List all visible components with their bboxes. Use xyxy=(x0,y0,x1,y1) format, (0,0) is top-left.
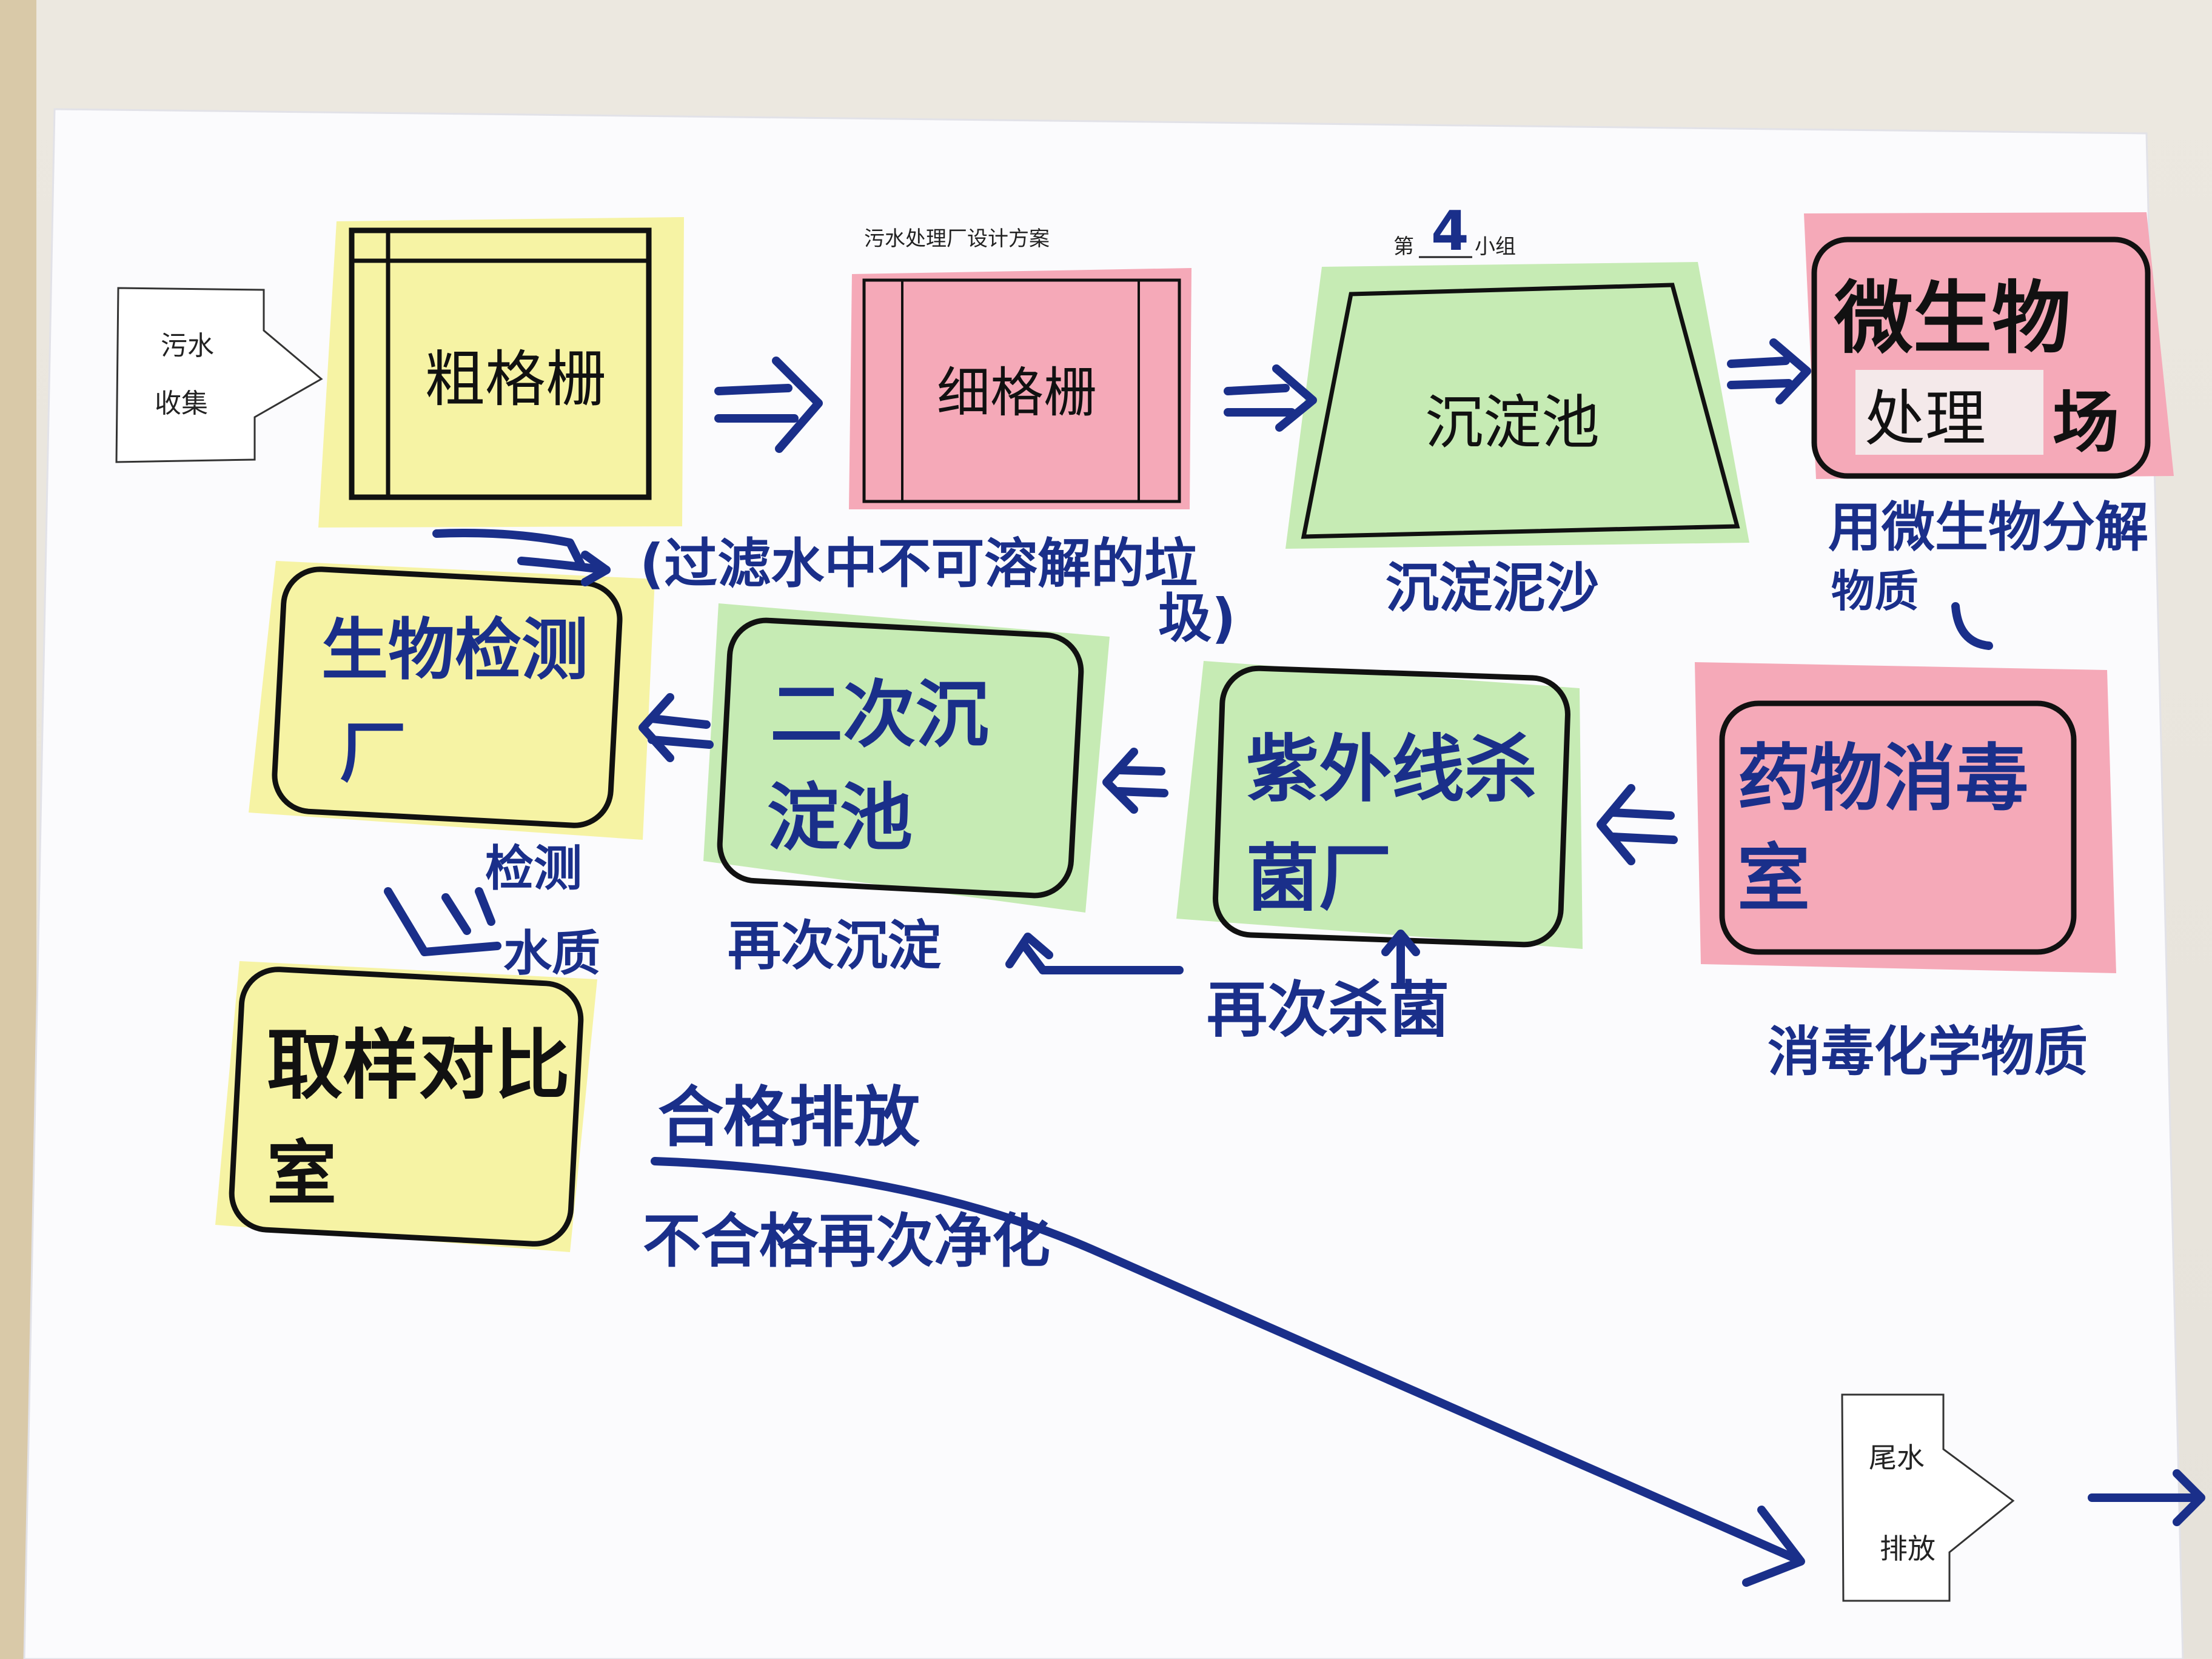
chemical-disinfection-node: 药物消毒 室 xyxy=(1695,662,2116,973)
note-detect-line2: 水质 xyxy=(503,925,600,982)
arrow-fine-to-sedimentation xyxy=(1224,364,1317,432)
arrow-sedimentation-to-microbe xyxy=(1727,338,1811,404)
sedimentation-tank-node: 沉淀池 xyxy=(1285,262,1749,549)
arrow-coarse-to-fine xyxy=(714,357,823,453)
uv-label-line1: 紫外线杀 xyxy=(1246,728,1537,812)
secondary-label-line2: 淀池 xyxy=(767,776,913,860)
group-suffix: 小组 xyxy=(1475,235,1516,259)
svg-text:污水: 污水 xyxy=(161,330,214,361)
flow-arrows xyxy=(384,338,2205,1587)
note-resterilize: 再次杀菌 xyxy=(1207,974,1449,1045)
note-resettle: 再次沉淀 xyxy=(728,914,941,977)
coarse-screen-label: 粗格栅 xyxy=(424,344,606,415)
fine-screen-label: 细格栅 xyxy=(937,361,1097,424)
microbe-treatment-node: 微生物 处理 场 xyxy=(1804,212,2174,479)
note-qualified: 合格排放 xyxy=(658,1080,920,1156)
note-microbe-line2: 物质 xyxy=(1831,566,1919,617)
note-filter-line2: 圾) xyxy=(1158,587,1236,649)
uv-sterilization-node: 紫外线杀 菌厂 xyxy=(1176,661,1583,949)
arrow-microbe-to-chemical xyxy=(1951,602,1993,650)
chemical-label-line2: 室 xyxy=(1737,837,1810,921)
svg-text:尾水: 尾水 xyxy=(1869,1441,1925,1474)
sampling-label-line1: 取样对比 xyxy=(267,1022,570,1110)
sedimentation-label: 沉淀池 xyxy=(1425,389,1600,457)
biological-testing-node: 生物检测 厂 xyxy=(249,561,655,840)
note-settle-sand: 沉淀泥沙 xyxy=(1386,557,1599,619)
arrow-uv-to-secondary xyxy=(1102,748,1168,814)
sampling-comparison-node: 取样对比 室 xyxy=(215,961,597,1252)
secondary-sedimentation-node: 二次沉 淀池 xyxy=(703,603,1110,913)
note-filter-line1: (过滤水中不可溶解的垃 xyxy=(640,532,1198,595)
svg-text:排放: 排放 xyxy=(1880,1532,1936,1565)
arrow-resterilize-to-uv xyxy=(1381,930,1420,987)
biotest-label-line2: 厂 xyxy=(340,714,406,792)
group-label: 第 4 小组 xyxy=(1393,199,1516,263)
biotest-label-line1: 生物检测 xyxy=(321,611,588,689)
group-number: 4 xyxy=(1431,199,1469,263)
note-disinfect: 消毒化学物质 xyxy=(1768,1021,2088,1083)
svg-text:收集: 收集 xyxy=(155,388,208,419)
arrow-filter-note xyxy=(432,529,611,586)
microbe-label-line3: 场 xyxy=(2053,384,2119,461)
microbe-label-line1: 微生物 xyxy=(1834,272,2071,364)
arrow-discharge-out xyxy=(2088,1469,2205,1526)
arrow-secondary-to-biotest xyxy=(638,693,714,762)
note-microbe-line1: 用微生物分解 xyxy=(1828,496,2148,558)
note-unqualified: 不合格再次净化 xyxy=(643,1207,1050,1275)
sewage-collection-node: 污水 收集 xyxy=(115,287,323,463)
chemical-label-line1: 药物消毒 xyxy=(1737,737,2028,821)
poster-title: 污水处理厂设计方案 xyxy=(864,227,1050,251)
note-detect-line1: 检测 xyxy=(485,840,582,897)
sampling-label-line2: 室 xyxy=(267,1133,337,1215)
coarse-screen-node: 粗格栅 xyxy=(318,217,684,528)
arrow-chemical-to-uv xyxy=(1597,784,1678,865)
fine-screen-node: 细格栅 xyxy=(849,268,1191,509)
secondary-label-line1: 二次沉 xyxy=(770,673,988,757)
tail-water-discharge-node: 尾水 排放 xyxy=(1841,1393,2015,1602)
uv-label-line2: 菌厂 xyxy=(1246,837,1392,921)
group-prefix: 第 xyxy=(1393,235,1414,259)
arrow-resterilize-to-resettle xyxy=(1005,933,1184,974)
microbe-label-line2: 处理 xyxy=(1865,383,1986,454)
arrow-qualified-to-discharge xyxy=(651,1157,1805,1587)
arrow-biotest-to-sampling xyxy=(384,887,501,956)
